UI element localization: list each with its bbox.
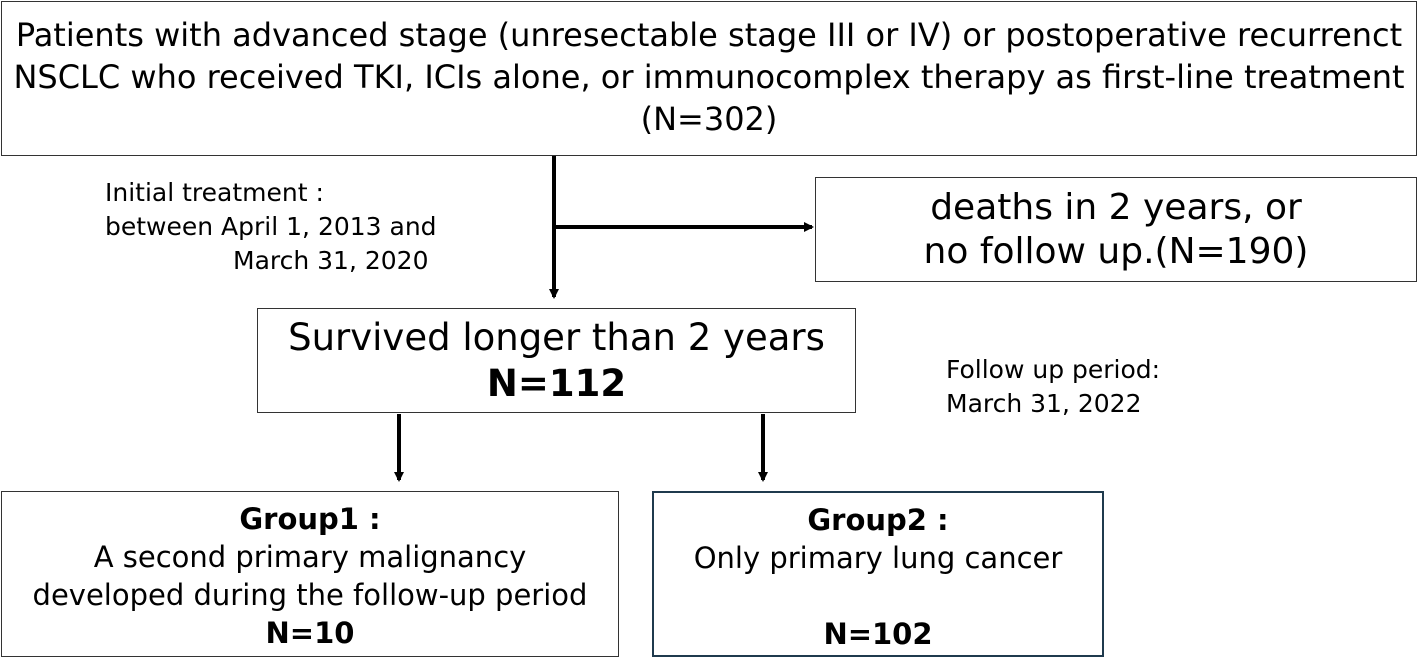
- excluded-line2: no follow up.(N=190): [923, 231, 1309, 272]
- initial-treatment-note: Initial treatment : between April 1, 201…: [105, 176, 437, 278]
- follow-up-label: Follow up period:: [946, 355, 1161, 384]
- follow-up-note: Follow up period: March 31, 2022: [946, 353, 1160, 421]
- initial-treatment-range-end: March 31, 2020: [233, 246, 429, 275]
- group2-box: Group2 : Only primary lung cancer N=102: [652, 491, 1104, 657]
- excluded-box: deaths in 2 years, or no follow up.(N=19…: [815, 177, 1417, 282]
- eligible-patients-line2: NSCLC who received TKI, ICIs alone, or i…: [13, 58, 1405, 96]
- excluded-line1: deaths in 2 years, or: [930, 187, 1302, 228]
- group2-title: Group2 :: [807, 503, 949, 537]
- group2-spacer: [654, 577, 1102, 615]
- follow-up-date: March 31, 2022: [946, 389, 1142, 418]
- group1-line2: developed during the follow-up period: [32, 578, 588, 612]
- survived-label: Survived longer than 2 years: [288, 316, 825, 359]
- eligible-patients-line1: Patients with advanced stage (unresectab…: [15, 16, 1403, 54]
- group2-line1: Only primary lung cancer: [693, 541, 1063, 575]
- eligible-patients-count: (N=302): [640, 100, 778, 138]
- survived-count: N=112: [486, 362, 627, 405]
- group1-title: Group1 :: [239, 502, 381, 536]
- initial-treatment-range-start: between April 1, 2013 and: [105, 212, 437, 241]
- initial-treatment-label: Initial treatment :: [105, 178, 324, 207]
- group2-count: N=102: [823, 617, 933, 651]
- group1-count: N=10: [265, 616, 355, 650]
- eligible-patients-box: Patients with advanced stage (unresectab…: [1, 1, 1417, 156]
- group1-line1: A second primary malignancy: [93, 540, 527, 574]
- group1-box: Group1 : A second primary malignancy dev…: [1, 491, 619, 657]
- survived-box: Survived longer than 2 years N=112: [257, 308, 856, 413]
